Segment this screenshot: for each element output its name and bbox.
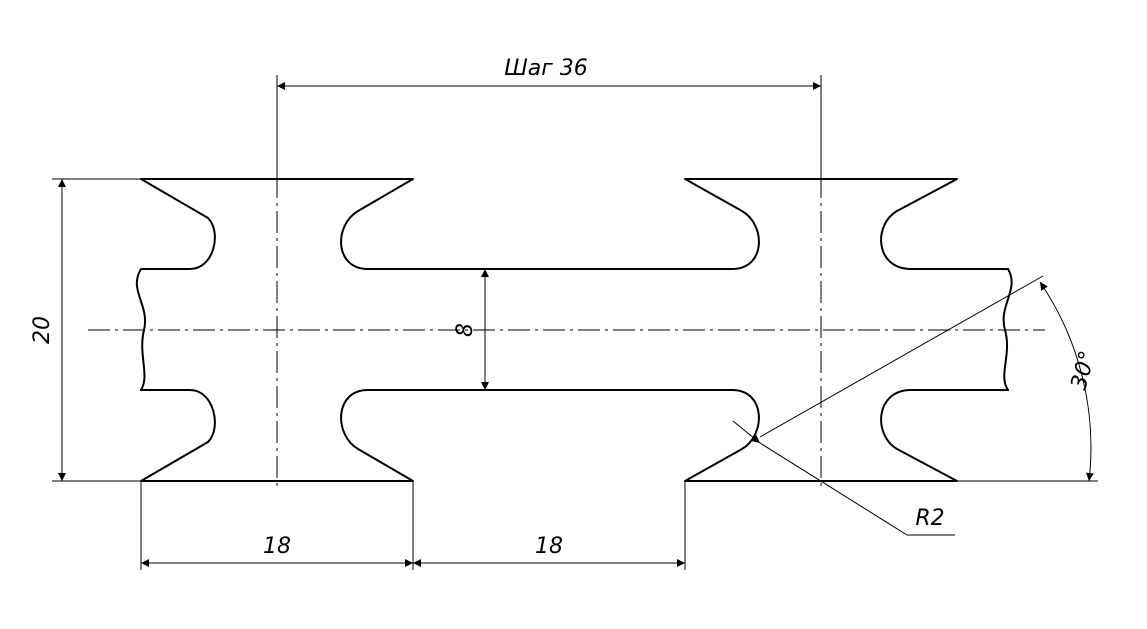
- top-contour: [140, 178, 1009, 270]
- width-dimensions: 18 18: [140, 481, 686, 570]
- angle-dimension: 30°: [759, 275, 1101, 482]
- height-dimension: 20: [30, 178, 141, 482]
- neck-dimension: 8: [453, 269, 489, 390]
- radius-label: R2: [915, 506, 944, 531]
- height-label: 20: [30, 316, 55, 344]
- pitch-dimension: Шаг 36: [276, 56, 822, 176]
- neck-label: 8: [453, 323, 478, 337]
- center-lines: [88, 176, 1045, 488]
- pitch-label: Шаг 36: [504, 56, 588, 81]
- angle-label: 30°: [1067, 348, 1101, 392]
- gap-width-label: 18: [535, 534, 563, 559]
- bottom-contour: [140, 389, 1009, 482]
- tooth-width-label: 18: [263, 534, 291, 559]
- radius-leader: R2: [732, 420, 955, 536]
